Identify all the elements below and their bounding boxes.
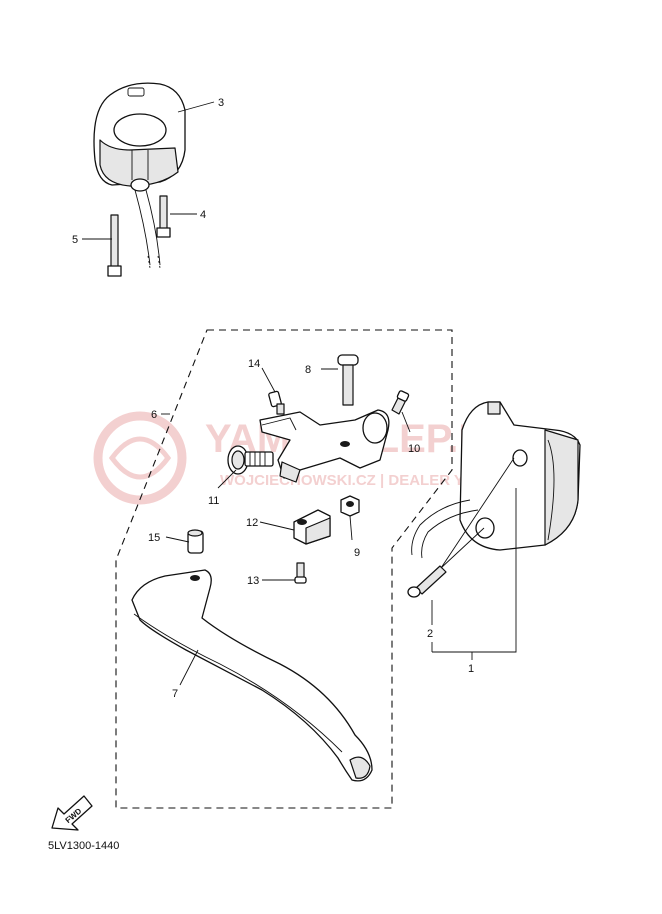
catalog-code: 5LV1300-1440 [48, 840, 120, 852]
part-8-bolt [337, 354, 359, 406]
callout-15: 15 [148, 532, 160, 544]
part-2-screw [407, 565, 447, 598]
leader-lines [82, 101, 517, 686]
callout-11: 11 [208, 495, 219, 507]
part-15-collar [187, 529, 204, 554]
callout-8: 8 [305, 364, 311, 376]
part-9-nut [340, 495, 360, 517]
callout-7: 7 [172, 688, 178, 700]
part-1-master-cylinder [411, 401, 581, 559]
callout-14: 14 [248, 358, 260, 370]
part-14-screw [268, 390, 285, 415]
callouts: 3 4 5 6 8 14 10 11 12 9 15 13 7 2 1 [72, 97, 474, 700]
callout-1: 1 [468, 663, 474, 675]
callout-2: 2 [427, 628, 433, 640]
lever-holder-bracket [259, 409, 390, 483]
part-7-lever [131, 569, 373, 782]
callout-9: 9 [354, 547, 360, 559]
callout-10: 10 [408, 443, 420, 455]
callout-3: 3 [218, 97, 224, 109]
part-12-pivot-block [293, 509, 331, 545]
part-11-adjuster [227, 445, 274, 475]
callout-13: 13 [247, 575, 259, 587]
assembly-boundary [115, 329, 453, 809]
part-4-screw [156, 195, 171, 238]
callout-6: 6 [151, 409, 157, 421]
watermark-logo-mark [108, 436, 172, 480]
callout-12: 12 [246, 517, 258, 529]
callout-4: 4 [200, 209, 206, 221]
part-10-screw [391, 390, 410, 415]
part-13-screw [294, 562, 307, 584]
part-5-screw [107, 214, 122, 277]
fwd-arrow-icon: FWD [51, 795, 93, 831]
callout-5: 5 [72, 234, 78, 246]
part-3-switch-housing [93, 82, 186, 269]
